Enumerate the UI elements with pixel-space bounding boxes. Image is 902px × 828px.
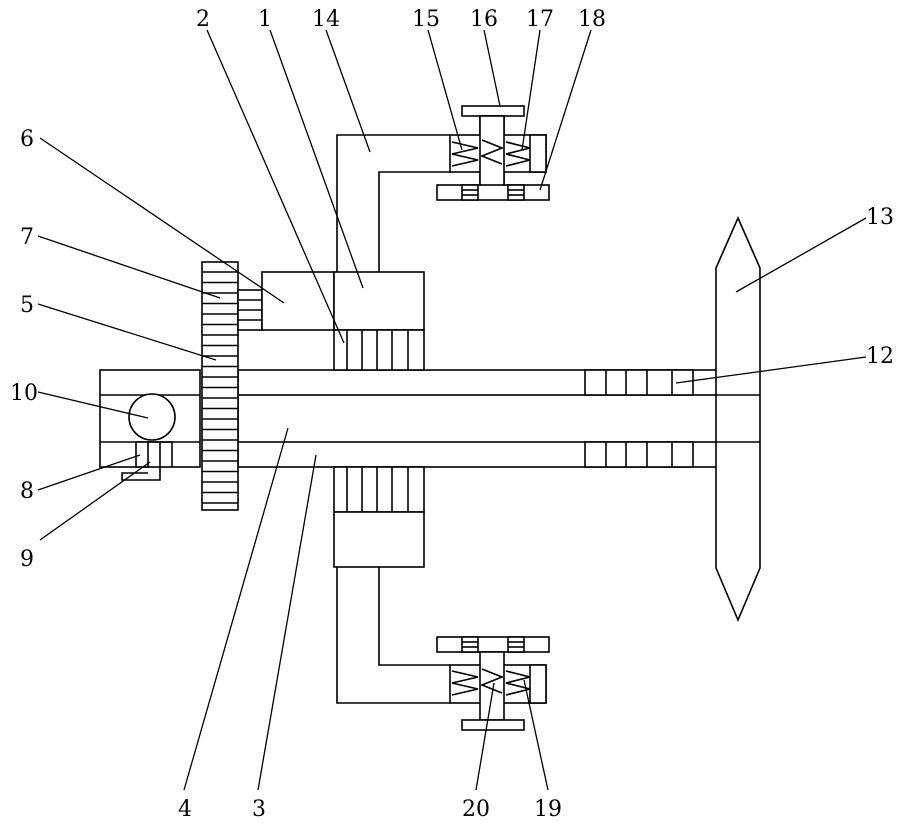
label-8: 8: [20, 479, 34, 504]
label-9: 9: [20, 547, 34, 572]
label-19: 19: [534, 797, 562, 822]
pinion-and-motor: [238, 272, 334, 330]
inner-shaft: [238, 395, 758, 442]
upper-arm: [337, 135, 450, 272]
label-12: 12: [866, 344, 894, 369]
upper-block: [334, 272, 424, 370]
label-4: 4: [178, 797, 192, 822]
lower-arm: [337, 567, 450, 703]
label-5: 5: [20, 293, 34, 318]
label-7: 7: [20, 225, 34, 250]
lower-block: [334, 467, 424, 567]
label-18: 18: [578, 7, 606, 32]
label-3: 3: [252, 797, 266, 822]
motor: [262, 272, 334, 330]
label-14: 14: [312, 7, 340, 32]
label-16: 16: [470, 7, 498, 32]
label-10: 10: [10, 381, 38, 406]
label-15: 15: [412, 7, 440, 32]
label-1: 1: [258, 7, 272, 32]
label-2: 2: [196, 7, 210, 32]
label-17: 17: [526, 7, 554, 32]
propeller-blade: [716, 218, 760, 620]
label-20: 20: [462, 797, 490, 822]
label-13: 13: [866, 205, 894, 230]
spur-gear: [202, 262, 238, 510]
label-6: 6: [20, 127, 34, 152]
